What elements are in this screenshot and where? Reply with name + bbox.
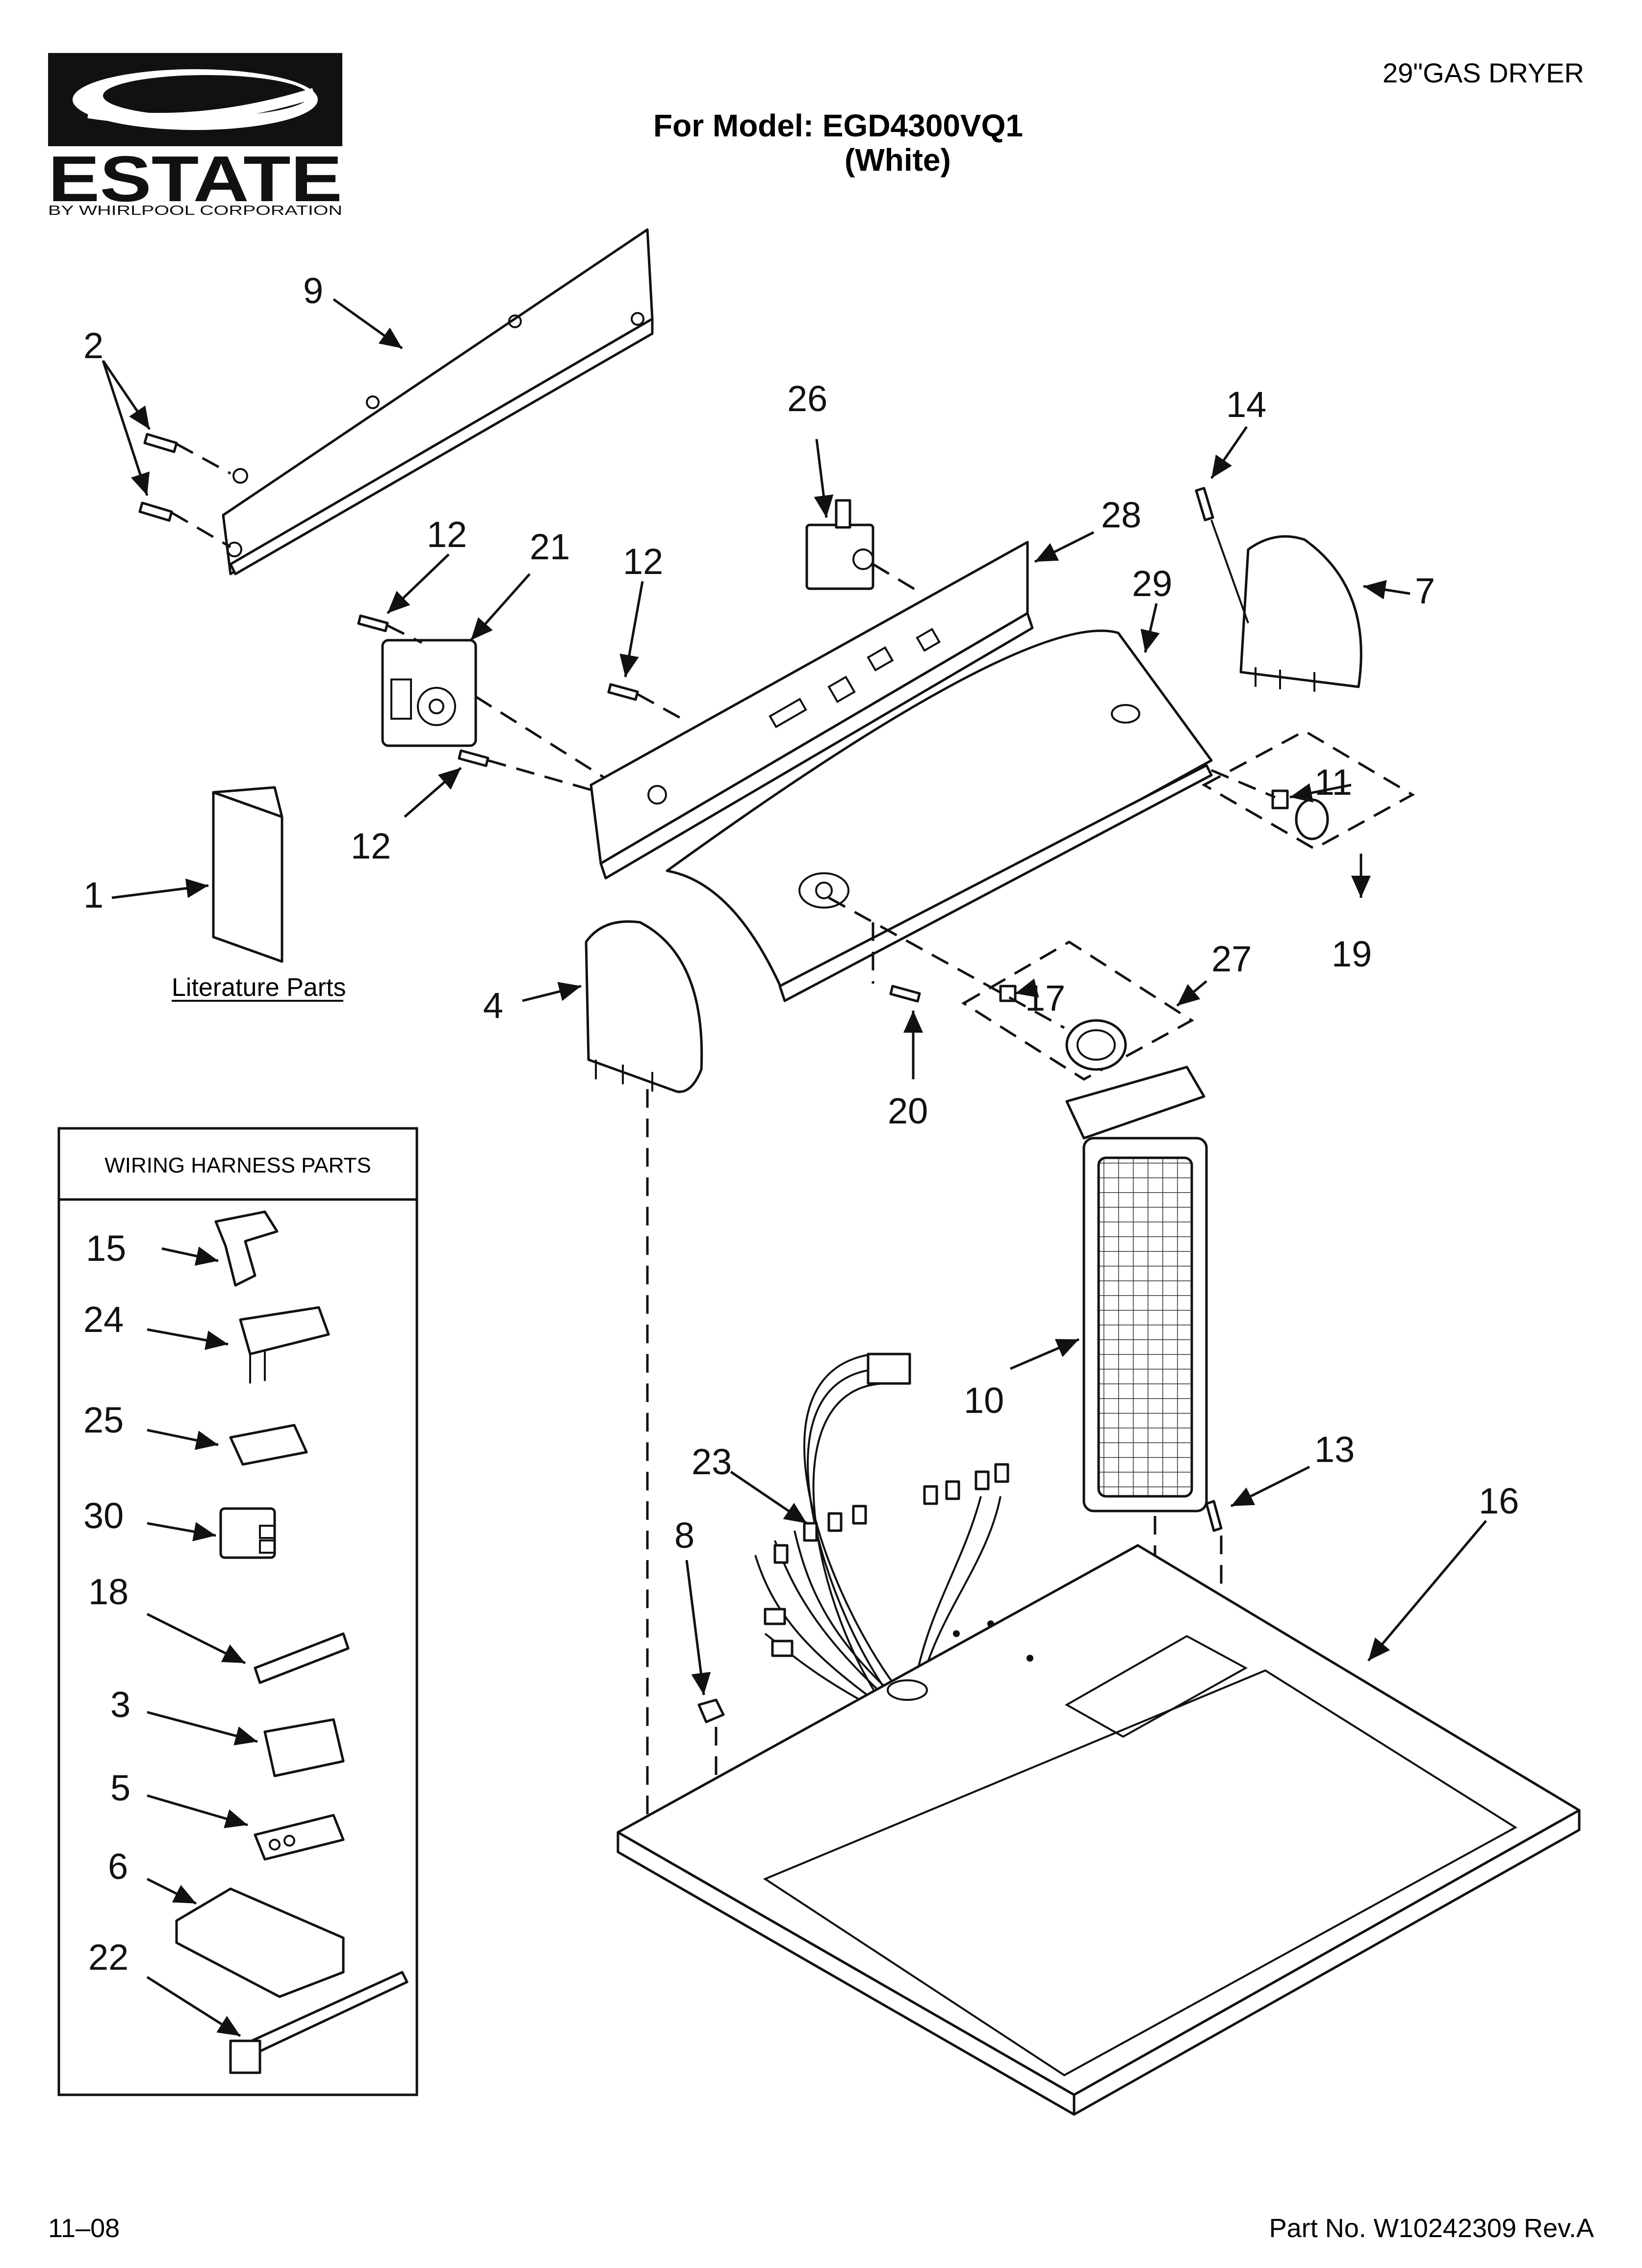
callout-13: 13 [1314,1429,1355,1470]
callout-9: 9 [303,270,323,311]
callout-17: 17 [1025,978,1065,1018]
callout-28: 28 [1101,495,1141,535]
model-line: For Model: EGD4300VQ1 [653,108,1023,143]
clip-part-15 [214,1210,279,1287]
callout-14: 14 [1226,384,1266,425]
screw-part-12 [357,614,389,632]
control-bracket-part-28 [590,541,1034,880]
knob-kit-part-19 [1201,730,1415,850]
connector-part-25 [229,1424,308,1466]
screw-part-14 [1195,487,1214,521]
connector-part-6 [175,1887,345,1998]
callout-2: 2 [83,325,103,366]
screw-part-13 [1205,1500,1223,1532]
knob-kit-part-27 [961,940,1194,1081]
callout-4: 4 [483,985,503,1026]
end-cap-part-4 [585,920,703,1093]
callout-1: 1 [83,875,103,915]
callout-19: 19 [1332,934,1372,974]
callout-12c: 12 [351,826,391,866]
literature-label: Literature Parts [172,973,346,1002]
timer-part-21 [381,639,477,747]
callout-30: 30 [83,1495,124,1536]
end-cap-part-7 [1239,535,1362,692]
callout-23: 23 [692,1441,732,1482]
callout-6: 6 [108,1846,128,1887]
clip-part-8 [697,1698,725,1723]
estate-logo: ESTATE BY WHIRLPOOL CORPORATION [48,53,342,218]
knob-part-11 [1295,798,1329,840]
callout-24: 24 [83,1299,124,1340]
wiring-box-title: WIRING HARNESS PARTS [104,1153,371,1177]
product-title: 29"GAS DRYER [1383,57,1584,88]
callout-10: 10 [964,1380,1004,1421]
callout-25: 25 [83,1400,124,1440]
callout-27: 27 [1211,938,1252,979]
callout-29: 29 [1132,563,1172,604]
terminal-part-18 [254,1632,350,1684]
callout-18: 18 [88,1571,128,1612]
callout-8: 8 [674,1515,694,1556]
lint-screen-part-10 [1065,1066,1208,1512]
callout-22: 22 [88,1937,128,1978]
screw-part-20 [889,985,921,1003]
screw-part-12 [607,683,639,701]
callout-3: 3 [110,1684,130,1725]
rear-panel-part-9 [222,228,654,575]
footer-date: 11–08 [48,2214,120,2243]
switch-part-26 [805,499,874,590]
callout-11: 11 [1314,762,1352,803]
callout-12b: 12 [623,541,663,582]
footer-part-number: Part No. W10242309 Rev.A [1269,2214,1594,2243]
callout-21: 21 [530,526,570,567]
connector-part-24 [239,1306,330,1356]
callout-5: 5 [110,1768,130,1808]
callout-26: 26 [787,378,827,419]
knob-part-17 [1065,1019,1127,1071]
brand-tagline: BY WHIRLPOOL CORPORATION [48,203,342,218]
callout-16: 16 [1479,1481,1519,1521]
callout-15: 15 [86,1228,126,1269]
connector-part-5 [254,1814,345,1861]
color-line: (White) [845,142,951,178]
screws-part-2 [138,433,231,548]
screw-part-12 [458,749,489,767]
callout-20: 20 [888,1091,928,1131]
callout-numbers: 9 2 26 14 28 12 21 12 29 7 11 12 1 19 27… [83,270,1519,1978]
wiring-harness-box: WIRING HARNESS PARTS [57,1127,418,2096]
callout-12a: 12 [427,514,467,555]
brand-name: ESTATE [48,143,342,215]
top-panel-part-16 [616,1544,1581,2116]
callout-7: 7 [1415,571,1435,611]
connector-part-30 [219,1507,276,1559]
knob-clip-part-11 [1271,789,1289,809]
connector-part-3 [263,1718,345,1777]
console-part-29 [666,629,1213,1002]
literature-part-1 [212,786,283,963]
